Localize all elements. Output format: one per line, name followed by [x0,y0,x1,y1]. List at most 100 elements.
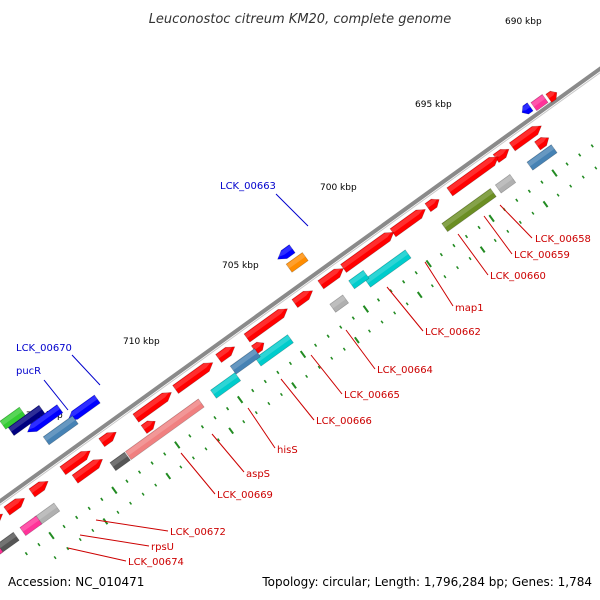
map-title: Leuconostoc citreum KM20, complete genom… [149,12,452,27]
forward-cds[interactable] [172,359,216,394]
ruler-tick-inner [317,365,321,369]
forward-cds[interactable] [28,477,51,498]
gene-shape [254,334,294,367]
cog-feature[interactable] [494,174,517,194]
cog-feature[interactable] [0,543,4,565]
gene-highlight [216,345,234,359]
gene-label-lower[interactable]: rpsU [151,542,174,553]
gene-label-upper[interactable]: LCK_00663 [220,181,276,192]
cog-feature[interactable] [229,348,261,375]
forward-cds[interactable] [545,88,560,103]
ruler-tick [125,479,129,483]
cog-feature[interactable] [0,531,20,555]
gene-label-lower[interactable]: LCK_00674 [128,557,184,568]
gene-label-upper[interactable]: pucR [16,366,41,377]
gene-highlight [425,197,439,208]
forward-cds[interactable] [340,228,397,273]
reverse-cds[interactable] [275,244,296,264]
label-leader [386,286,424,332]
gene-label-lower[interactable]: LCK_00664 [377,365,433,376]
forward-cds[interactable] [0,510,6,530]
gene-label-lower[interactable]: LCK_00672 [170,527,226,538]
reverse-cds[interactable] [0,406,26,430]
ruler-tick [551,169,558,177]
forward-cds[interactable] [534,134,552,151]
gene-highlight [251,341,263,351]
cog-feature[interactable] [329,294,350,313]
forward-cds[interactable] [98,428,119,448]
ruler-tick-inner [204,447,208,451]
cog-feature[interactable] [109,451,131,472]
cog-feature[interactable] [530,94,549,112]
forward-cds[interactable] [389,205,428,238]
gene-shape [534,137,550,151]
gene-label-lower[interactable]: hisS [277,445,298,456]
forward-cds[interactable] [215,343,238,363]
gene-label-lower[interactable]: LCK_00660 [490,271,546,282]
cog-feature[interactable] [348,269,370,290]
gene-label-lower[interactable]: LCK_00662 [425,327,481,338]
forward-cds[interactable] [243,305,290,343]
ruler-tick-inner [493,238,497,243]
ruler-tick [540,180,544,184]
gene-highlight [0,407,23,426]
gene-label-lower[interactable]: LCK_00666 [316,416,372,427]
gene-label-lower[interactable]: LCK_00659 [514,250,570,261]
cog-feature[interactable] [124,398,205,461]
gene-label-lower[interactable]: aspS [246,469,270,480]
gene-shape [291,290,314,309]
gene-shape [329,294,350,313]
gene-highlight [286,253,306,269]
ruler-tick [24,551,28,556]
forward-cds[interactable] [446,153,502,197]
forward-cds[interactable] [132,388,175,423]
gene-highlight [255,335,291,363]
cog-feature[interactable] [441,188,497,233]
gene-label-upper[interactable]: LCK_00670 [16,343,72,354]
reverse-cds[interactable] [42,415,79,446]
label-leader [345,329,376,370]
gene-highlight [133,390,171,419]
forward-cds[interactable] [424,195,442,213]
gene-highlight [8,405,43,432]
forward-cds[interactable] [71,455,105,484]
gene-highlight [0,532,17,551]
cog-feature[interactable] [210,372,242,399]
ruler-tick-inner [468,256,472,261]
ruler-tick [62,524,66,529]
cog-feature[interactable] [364,249,412,288]
reverse-cds[interactable] [285,252,309,273]
gene-label-lower[interactable]: LCK_00669 [217,490,273,501]
cog-feature[interactable] [19,515,43,537]
gene-shape [3,497,26,516]
forward-cds[interactable] [291,287,316,309]
forward-cds[interactable] [508,122,544,152]
forward-cds[interactable] [3,494,28,516]
gene-label-lower[interactable]: LCK_00658 [535,234,591,245]
forward-cds[interactable] [140,417,158,434]
gene-highlight [442,189,494,228]
backbone-line [0,66,600,504]
gene-shape [243,308,288,343]
reverse-cds[interactable] [519,102,534,117]
cog-feature[interactable] [526,144,558,171]
gene-highlight [230,349,258,371]
gene-highlight [173,360,212,390]
ruler-tick-inner [242,420,246,424]
gene-highlight [330,295,346,309]
forward-cds[interactable] [59,447,93,476]
reverse-cds[interactable] [7,404,46,437]
gene-shape [132,392,172,423]
gene-shape [424,198,440,213]
gene-highlight [20,516,40,532]
ruler-tick-inner [342,347,346,351]
forward-cds[interactable] [317,264,347,290]
gene-shape [210,372,242,399]
ruler-tick [263,379,267,384]
gene-shape [530,94,549,112]
ruler-tick-inner [479,246,486,253]
cog-feature[interactable] [254,334,294,367]
gene-label-lower[interactable]: map1 [455,303,484,314]
gene-label-lower[interactable]: LCK_00665 [344,390,400,401]
gene-shape [521,102,534,115]
